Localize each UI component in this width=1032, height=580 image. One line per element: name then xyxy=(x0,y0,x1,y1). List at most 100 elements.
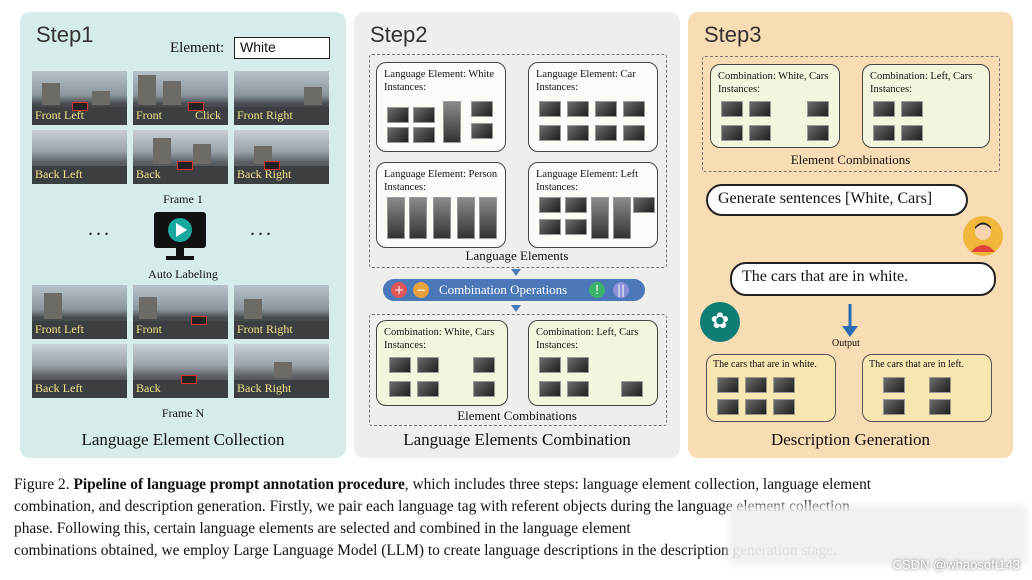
camera-front-left: Front Left xyxy=(32,285,127,339)
monitor-play-icon xyxy=(154,212,206,260)
ellipsis-left: ... xyxy=(88,218,112,240)
camera-label: Front Left xyxy=(35,322,84,336)
output-label: Output xyxy=(832,338,860,349)
ellipsis-right: ... xyxy=(250,218,274,240)
combination-card-left-cars: Combination: Left, Cars Instances: xyxy=(528,320,658,406)
camera-label: Back xyxy=(136,167,161,181)
instances-label: Instances: xyxy=(384,82,426,93)
camera-back-right: Back Right xyxy=(234,130,329,184)
camera-label: Front Left xyxy=(35,108,84,122)
camera-back-left: Back Left xyxy=(32,344,127,398)
camera-label: Front Right xyxy=(237,108,293,122)
chatgpt-logo-icon: ✿ xyxy=(700,302,740,342)
element-card-left: Language Element: Left Instances: xyxy=(528,162,658,248)
element-card-person: Language Element: Person Instances: xyxy=(376,162,506,248)
output-text: The cars that are in white. xyxy=(713,359,817,370)
output-card-white: The cars that are in white. xyxy=(706,354,836,422)
figure-label: Figure 2. xyxy=(14,476,70,493)
click-label: Click xyxy=(195,108,221,122)
instances-label: Instances: xyxy=(718,84,760,95)
plus-icon[interactable]: + xyxy=(391,282,407,298)
answer-bubble: The cars that are in white. xyxy=(730,262,996,296)
step1-title: Step1 xyxy=(36,22,94,47)
camera-label: Front Right xyxy=(237,322,293,336)
arrow-down-icon xyxy=(511,269,521,276)
step1-caption: Language Element Collection xyxy=(81,430,285,449)
minus-icon[interactable]: − xyxy=(413,282,429,298)
camera-label: Back Left xyxy=(35,167,83,181)
camera-back: Back xyxy=(133,130,228,184)
element-combinations-box xyxy=(702,56,1000,172)
caption-line-1: Figure 2. Pipeline of language prompt an… xyxy=(14,474,1024,496)
camera-front: Front Click xyxy=(133,71,228,125)
combination-card-white-cars: Combination: White, Cars Instances: xyxy=(710,64,840,148)
combination-card-white-cars: Combination: White, Cars Instances: xyxy=(376,320,508,406)
step3-panel: Step3 Combination: White, Cars Instances… xyxy=(688,12,1013,458)
camera-label: Back xyxy=(136,381,161,395)
instances-label: Instances: xyxy=(384,182,426,193)
arrow-down-icon xyxy=(842,304,858,337)
frame-1-label: Frame 1 xyxy=(163,192,203,206)
camera-front-right: Front Right xyxy=(234,285,329,339)
card-title: Language Element: Car xyxy=(536,69,636,80)
arrow-down-icon xyxy=(511,305,521,312)
camera-front-left: Front Left xyxy=(32,71,127,125)
camera-label: Front xyxy=(136,322,163,336)
camera-label: Front xyxy=(136,108,163,122)
prompt-bubble: Generate sentences [White, Cars] xyxy=(706,184,968,216)
output-card-left: The cars that are in left. xyxy=(862,354,992,422)
step2-title: Step2 xyxy=(370,22,428,47)
figure-bold-title: Pipeline of language prompt annotation p… xyxy=(73,476,405,493)
figure-caption: Figure 2. Pipeline of language prompt an… xyxy=(14,474,1024,562)
exclamation-icon[interactable]: ! xyxy=(589,282,605,298)
camera-back-left: Back Left xyxy=(32,130,127,184)
camera-label: Back Left xyxy=(35,381,83,395)
card-title: Combination: White, Cars xyxy=(384,327,495,338)
parallel-icon[interactable]: || xyxy=(613,282,629,298)
step2-caption: Language Elements Combination xyxy=(403,430,631,449)
camera-front: Front xyxy=(133,285,228,339)
output-text: The cars that are in left. xyxy=(869,359,964,370)
step2-panel: Step2 Language Element: White Instances:… xyxy=(354,12,680,458)
watermark: CSDN @whaosoft143 xyxy=(892,557,1020,572)
card-title: Language Element: White xyxy=(384,69,495,80)
auto-labeling-label: Auto Labeling xyxy=(148,267,218,281)
card-title: Language Element: Person xyxy=(384,169,498,180)
camera-label: Back Right xyxy=(237,167,292,181)
blur-overlay xyxy=(728,505,1028,565)
language-elements-label: Language Elements xyxy=(465,248,569,263)
card-title: Language Element: Left xyxy=(536,169,639,180)
combination-operations-bar: + − Combination Operations ! || xyxy=(383,279,645,301)
element-combinations-box xyxy=(369,314,667,426)
camera-back: Back xyxy=(133,344,228,398)
element-card-white: Language Element: White Instances: xyxy=(376,62,506,152)
instances-label: Instances: xyxy=(536,340,578,351)
step3-title: Step3 xyxy=(704,22,762,47)
camera-back-right: Back Right xyxy=(234,344,329,398)
user-avatar-icon xyxy=(963,216,1003,256)
frame-n-label: Frame N xyxy=(161,406,205,420)
camera-front-right: Front Right xyxy=(234,71,329,125)
instances-label: Instances: xyxy=(536,182,578,193)
instances-label: Instances: xyxy=(384,340,426,351)
element-combinations-label: Element Combinations xyxy=(457,408,577,423)
instances-label: Instances: xyxy=(536,82,578,93)
instances-label: Instances: xyxy=(870,84,912,95)
step3-caption: Description Generation xyxy=(770,430,931,449)
caption-line-3: phase. Following this, certain language … xyxy=(14,520,631,537)
combination-card-left-cars: Combination: Left, Cars Instances: xyxy=(862,64,990,148)
element-label: Element: xyxy=(170,40,225,56)
step1-panel: Step1 Element: White Front Left Front Cl… xyxy=(20,12,346,458)
language-elements-box xyxy=(369,54,667,268)
caption-text: , which includes three steps: language e… xyxy=(404,476,872,493)
element-input[interactable]: White xyxy=(234,37,330,59)
element-card-car: Language Element: Car Instances: xyxy=(528,62,658,152)
caption-line-4: combinations obtained, we employ Large L… xyxy=(14,542,837,559)
caption-line-2: combination, and description generation.… xyxy=(14,498,850,515)
card-title: Combination: White, Cars xyxy=(718,71,829,82)
card-title: Combination: Left, Cars xyxy=(536,327,639,338)
card-title: Combination: Left, Cars xyxy=(870,71,973,82)
combination-operations-label: Combination Operations xyxy=(439,282,568,297)
camera-label: Back Right xyxy=(237,381,292,395)
element-combinations-label: Element Combinations xyxy=(790,152,911,167)
